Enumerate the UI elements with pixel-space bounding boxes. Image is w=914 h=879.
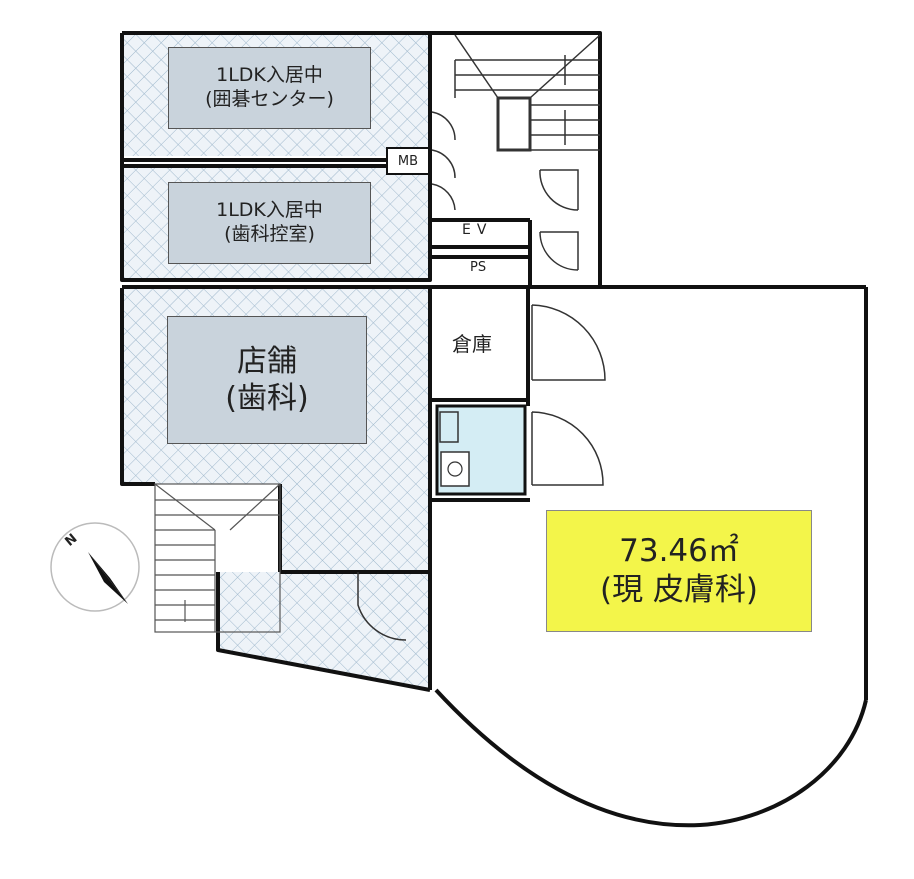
featured-room-use: (現 皮膚科) [599,572,759,608]
unit-status-label: 1LDK入居中 [216,199,323,222]
sink-drain-icon [447,461,463,477]
ps-label: PS [470,260,487,275]
door-swings [357,111,606,641]
sink-icon [440,451,470,487]
unit-label-igo-center: 1LDK入居中 (囲碁センター) [168,47,371,129]
storage-label: 倉庫 [452,332,492,356]
unit-use-label: (歯科控室) [224,223,315,245]
ev-label: EV [462,222,493,238]
featured-room-area: 73.46㎡ [619,533,739,570]
stair-hall-details [454,34,601,152]
terrace-area [218,572,430,690]
unit-label-dental-waiting: 1LDK入居中 (歯科控室) [168,182,371,264]
store-use: (歯科) [225,381,309,416]
store-label: 店舗 (歯科) [167,316,367,444]
compass-icon [50,522,140,612]
featured-room-label: 73.46㎡ (現 皮膚科) [546,510,812,632]
unit-status-label: 1LDK入居中 [216,64,323,87]
store-title: 店舗 [237,343,297,379]
stairs-left [154,483,281,633]
toilet-bowl-icon [439,411,459,443]
mb-label: MB [386,147,430,175]
unit-use-label: (囲碁センター) [205,88,334,110]
